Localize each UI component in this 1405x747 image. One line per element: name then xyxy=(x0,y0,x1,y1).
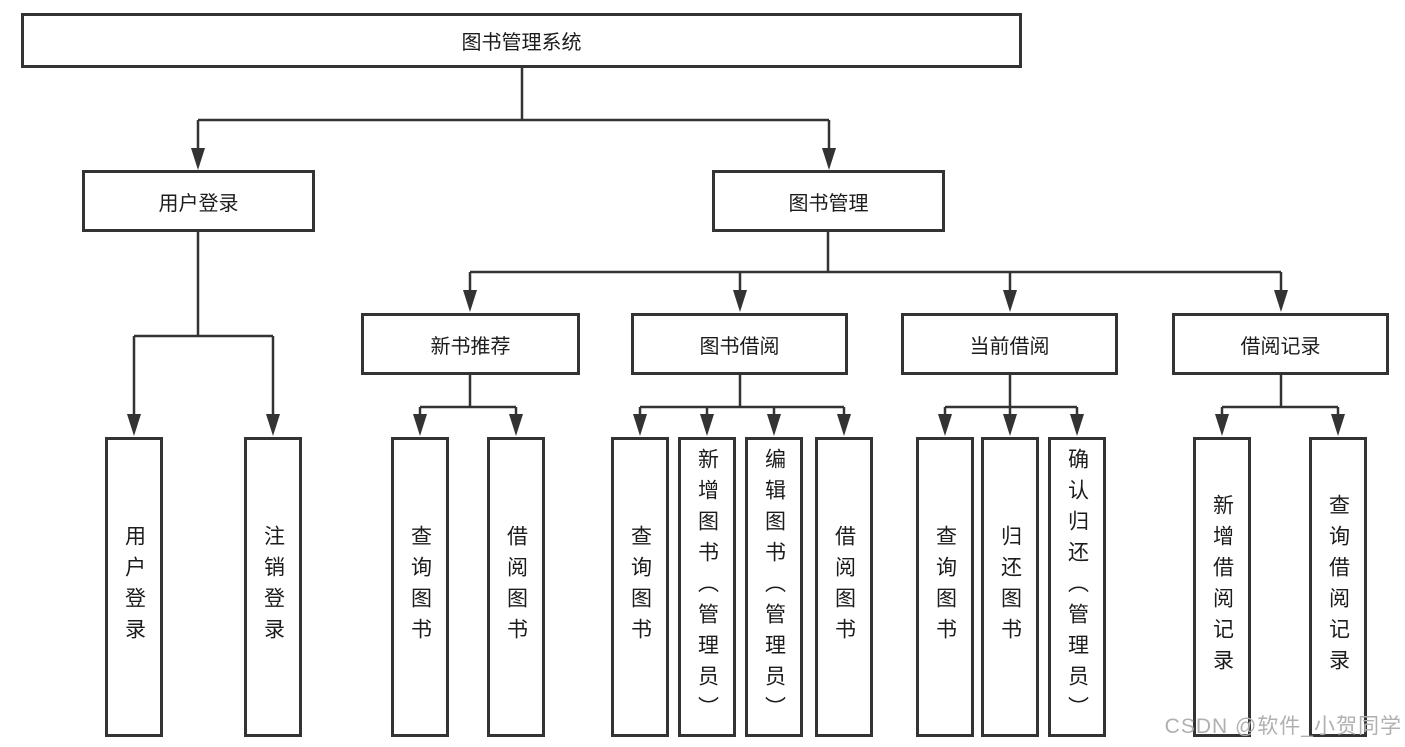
node-label: 用户登录 xyxy=(158,192,239,215)
node-label: 查询图书 xyxy=(408,525,432,649)
node-book-management: 图书管理 xyxy=(712,170,945,232)
node-library-management-system: 图书管理系统 xyxy=(21,13,1022,68)
node-label: 归还图书 xyxy=(998,525,1022,649)
node-borrowing-add-books-admin: 新增图书（管理员） xyxy=(678,437,736,737)
node-recommend-query-books: 查询图书 xyxy=(391,437,449,737)
node-user-login: 用户登录 xyxy=(82,170,315,232)
node-book-borrowing: 图书借阅 xyxy=(631,313,848,375)
node-recommend-borrow-books: 借阅图书 xyxy=(487,437,545,737)
node-borrowing-edit-books-admin: 编辑图书（管理员） xyxy=(745,437,803,737)
node-label: 编辑图书（管理员） xyxy=(762,447,786,727)
node-label: 借阅记录 xyxy=(1240,335,1321,358)
node-label: 查询借阅记录 xyxy=(1326,494,1350,680)
node-records-add-borrow-record: 新增借阅记录 xyxy=(1193,437,1251,737)
node-label: 新书推荐 xyxy=(430,335,511,358)
node-borrowing-records: 借阅记录 xyxy=(1172,313,1389,375)
node-label: 查询图书 xyxy=(628,525,652,649)
node-current-return-books: 归还图书 xyxy=(981,437,1039,737)
node-label: 确认归还（管理员） xyxy=(1065,447,1089,727)
node-label: 查询图书 xyxy=(933,525,957,649)
node-label: 图书管理系统 xyxy=(461,32,582,54)
node-label: 图书管理 xyxy=(788,192,869,215)
node-current-confirm-return-admin: 确认归还（管理员） xyxy=(1048,437,1106,737)
node-label: 新增借阅记录 xyxy=(1210,494,1234,680)
node-label: 用户登录 xyxy=(122,525,146,649)
node-current-query-books: 查询图书 xyxy=(916,437,974,737)
node-login: 用户登录 xyxy=(105,437,163,737)
node-label: 图书借阅 xyxy=(699,335,780,358)
node-records-query-borrow-record: 查询借阅记录 xyxy=(1309,437,1367,737)
node-logout: 注销登录 xyxy=(244,437,302,737)
node-borrowing-query-books: 查询图书 xyxy=(611,437,669,737)
node-borrowing-borrow-books: 借阅图书 xyxy=(815,437,873,737)
node-label: 借阅图书 xyxy=(504,525,528,649)
node-current-borrowing: 当前借阅 xyxy=(901,313,1118,375)
node-label: 注销登录 xyxy=(261,525,285,649)
node-label: 当前借阅 xyxy=(969,335,1050,358)
node-label: 借阅图书 xyxy=(832,525,856,649)
node-label: 新增图书（管理员） xyxy=(695,447,719,727)
node-new-book-recommendation: 新书推荐 xyxy=(361,313,580,375)
watermark: CSDN @软件_小贺同学 xyxy=(1164,715,1402,738)
